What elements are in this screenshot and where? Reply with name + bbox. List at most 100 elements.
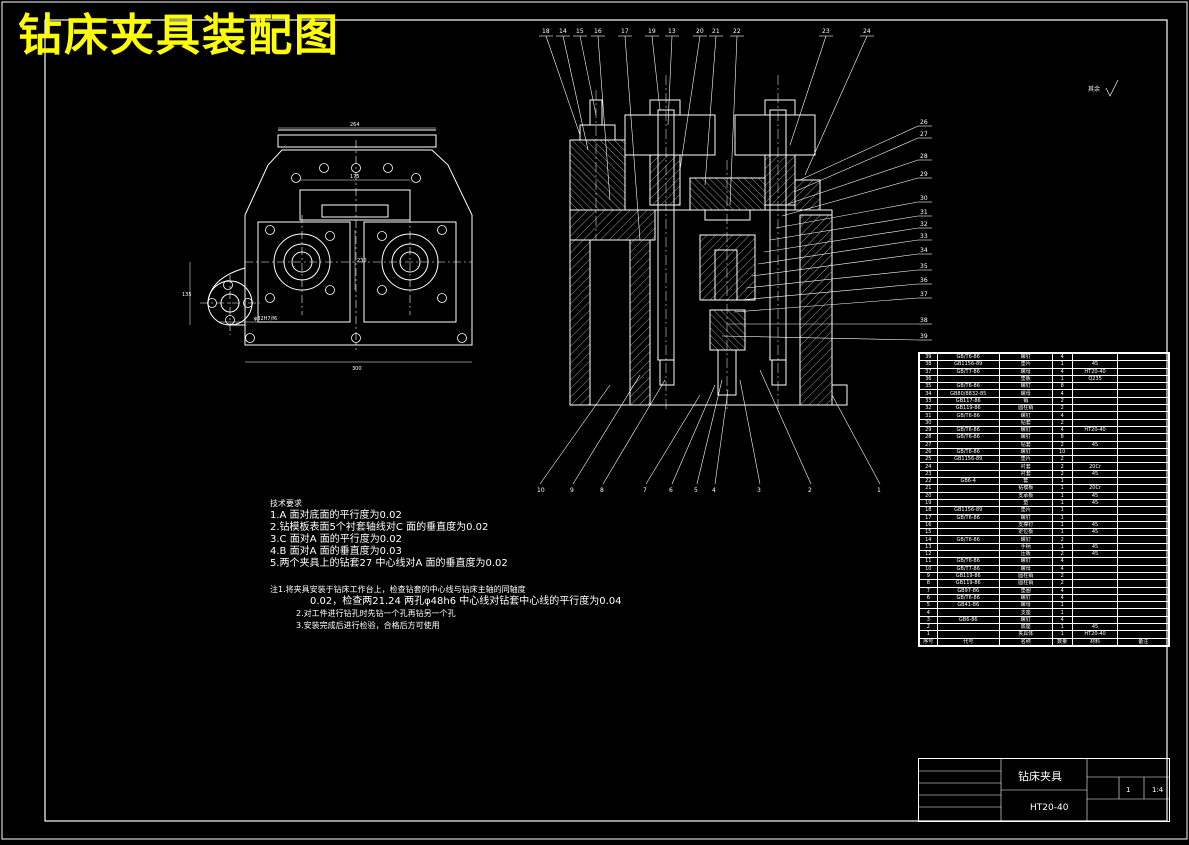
bom-cell: 4 [919, 608, 938, 617]
bom-cell [1117, 542, 1169, 552]
balloon-label: 1 [877, 487, 881, 494]
bom-cell [936, 608, 1000, 617]
bolt-hole [377, 285, 387, 295]
bom-cell: 45 [1071, 528, 1119, 537]
balloon-label: 15 [576, 28, 584, 35]
balloon-label: 7 [643, 487, 647, 494]
bom-cell: 15 [919, 528, 938, 537]
bom-cell [936, 491, 1000, 500]
bom-cell: 螺钉 [998, 593, 1053, 603]
bom-cell: 1 [1051, 498, 1073, 508]
dim-300: 300 [352, 366, 362, 372]
bom-cell [1071, 447, 1119, 457]
bom-cell [1117, 404, 1169, 413]
dim-230: 230 [357, 258, 367, 264]
bom-cell [1117, 630, 1169, 639]
bom-cell [1117, 433, 1169, 442]
leader-line [793, 137, 919, 193]
leader-line [679, 35, 701, 171]
bom-cell: 10 [919, 564, 938, 573]
bom-cell: GB6-86 [936, 615, 1000, 625]
bom-cell: 钻套 [998, 440, 1053, 449]
bom-cell: 1 [1051, 513, 1073, 522]
bom-cell: 2 [1051, 462, 1073, 471]
bom-cell: 39 [919, 352, 938, 362]
bom-cell: GB97-86 [936, 586, 1000, 595]
bom-cell: GB1156-89 [936, 506, 1000, 515]
bom-cell [1071, 564, 1119, 573]
bom-cell [1071, 433, 1119, 442]
bom-cell: 1 [1051, 360, 1073, 369]
tech-item-5: 5.两个夹具上的钻套27 中心线对A 面的垂直度为0.02 [270, 558, 508, 569]
bom-cell: 钻套 [998, 418, 1053, 427]
bom-cell: 8 [1051, 382, 1073, 391]
bom-cell [1117, 447, 1169, 457]
balloon-label: 28 [920, 153, 928, 160]
bom-cell: 1 [1051, 477, 1073, 486]
bolt-hole [411, 173, 421, 183]
leader-line [597, 35, 611, 201]
bom-cell: 材料 [1071, 637, 1119, 646]
bom-cell: GB/T6-86 [936, 535, 1000, 544]
bom-cell: 35 [919, 382, 938, 391]
tech-item-2: 2.钻模板表面5个衬套轴线对C 面的垂直度为0.02 [270, 522, 489, 533]
bom-cell: 16 [919, 520, 938, 530]
balloon-label: 21 [712, 28, 720, 35]
bom-cell [1117, 571, 1169, 581]
bom-cell: 45 [1071, 622, 1119, 632]
balloon-label: 37 [920, 291, 928, 298]
bom-cell [1117, 593, 1169, 603]
bom-cell: 定位板 [998, 528, 1053, 537]
bom-cell: 3 [919, 615, 938, 625]
leader-line [704, 35, 717, 186]
leader-line [759, 369, 812, 485]
leader-line [739, 379, 761, 485]
bom-cell [1117, 396, 1169, 406]
section-view [569, 99, 848, 406]
leader-line [572, 374, 641, 485]
bom-cell [1117, 425, 1169, 435]
leader-line [645, 394, 701, 485]
leader-line [714, 389, 729, 485]
bom-cell [1071, 418, 1119, 427]
bom-cell [1071, 615, 1119, 625]
leader-line [769, 215, 919, 241]
bom-cell [1117, 374, 1169, 384]
bom-cell: 螺钉 [998, 447, 1053, 457]
bom-cell: 1 [1051, 622, 1073, 632]
title-block-scale: 1:4 [1152, 786, 1164, 794]
bom-cell [1071, 513, 1119, 522]
bom-cell: 垫板 [998, 374, 1053, 384]
bom-cell [936, 520, 1000, 530]
bom-cell [1117, 440, 1169, 449]
bom-cell [1071, 506, 1119, 515]
bom-cell: GB/T6-86 [936, 425, 1000, 435]
bom-cell [1117, 622, 1169, 632]
bom-cell [1117, 411, 1169, 420]
bom-cell [936, 374, 1000, 384]
bom-cell: 4 [1051, 557, 1073, 566]
balloon-label: 38 [920, 317, 928, 324]
bom-cell: 序号 [919, 637, 938, 646]
plan-dim-texts: 264 175 230 135 φ32H7/f6 300 [182, 122, 367, 372]
balloon-label: 35 [920, 263, 928, 270]
bom-cell: 45 [1071, 491, 1119, 500]
bom-cell: 45 [1071, 469, 1119, 479]
bom-cell: 19 [919, 498, 938, 508]
bom-cell: 7 [919, 586, 938, 595]
note-3: 2.对工件进行钻孔时先钻一个孔再钻另一个孔 [296, 609, 456, 618]
balloon-label: 2 [808, 487, 812, 494]
bom-cell [1117, 535, 1169, 544]
bom-cell: 26 [919, 447, 938, 457]
